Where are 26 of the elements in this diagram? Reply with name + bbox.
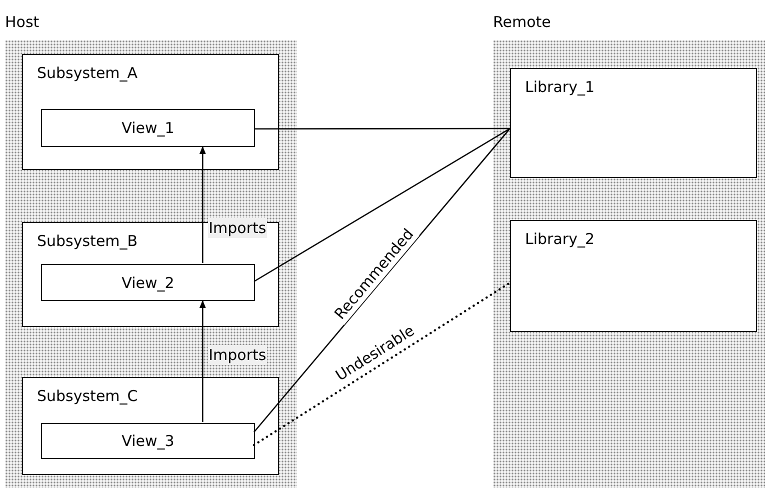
library-box bbox=[510, 68, 757, 178]
panel-title: Remote bbox=[493, 12, 551, 32]
box-title: Subsystem_C bbox=[37, 386, 138, 406]
box-title: View_1 bbox=[122, 118, 174, 138]
library-box bbox=[510, 220, 757, 332]
connector-line bbox=[254, 128, 510, 282]
view-box bbox=[41, 264, 255, 301]
arrow bbox=[199, 146, 206, 263]
edge-label: Imports bbox=[208, 344, 268, 365]
box-title: Subsystem_A bbox=[37, 63, 138, 83]
box-title: Library_2 bbox=[525, 229, 594, 249]
subsystem-box bbox=[22, 377, 279, 475]
subsystem-box bbox=[22, 222, 279, 327]
box-title: View_3 bbox=[122, 431, 174, 451]
connector-line bbox=[254, 128, 510, 432]
view-box bbox=[41, 423, 255, 459]
arrow bbox=[199, 300, 206, 422]
box-title: Library_1 bbox=[525, 77, 594, 97]
connector-line bbox=[252, 282, 512, 446]
connector-line bbox=[254, 128, 510, 130]
view-box bbox=[41, 109, 255, 147]
subsystem-box bbox=[22, 54, 279, 170]
box-title: View_2 bbox=[122, 272, 174, 292]
edge-label: Imports bbox=[208, 218, 268, 238]
box-title: Subsystem_B bbox=[37, 231, 138, 251]
panel-title: Host bbox=[5, 12, 40, 32]
